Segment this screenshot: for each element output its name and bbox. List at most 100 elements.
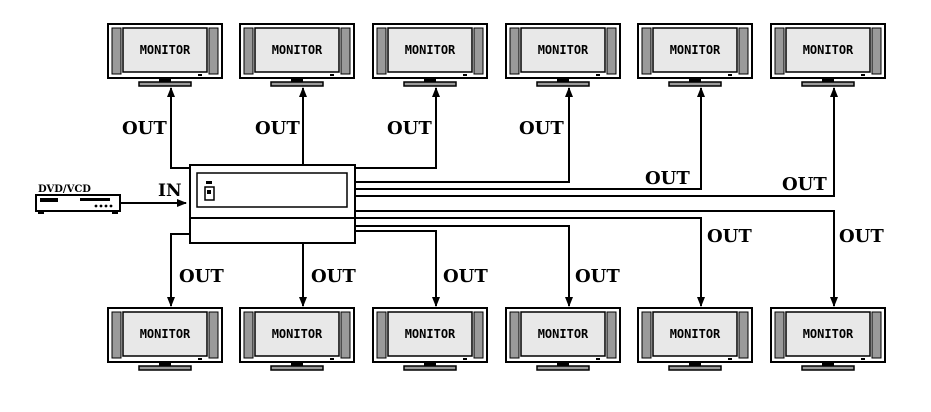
monitor-right-speaker	[473, 27, 484, 75]
bottom-monitor-2: MONITOR	[239, 307, 355, 371]
monitor-label: MONITOR	[803, 327, 854, 341]
top-connections	[167, 87, 838, 197]
monitor-right-speaker	[340, 311, 351, 359]
monitor-screen	[254, 311, 340, 357]
monitor-power-led	[596, 74, 600, 76]
monitor-screen	[387, 27, 473, 73]
top-monitor-3: MONITOR	[372, 23, 488, 87]
monitor-screen	[122, 27, 208, 73]
monitor-stand	[536, 81, 590, 87]
monitor-stand	[403, 81, 457, 87]
top-monitor-2: MONITOR	[239, 23, 355, 87]
monitor-left-speaker	[376, 27, 387, 75]
bottom-monitor-6: MONITOR	[770, 307, 886, 371]
monitor-right-speaker	[606, 311, 617, 359]
monitor-label: MONITOR	[140, 43, 191, 57]
monitor-stand	[270, 365, 324, 371]
monitor-screen	[785, 311, 871, 357]
top-out-label-4: OUT	[519, 118, 564, 139]
monitor-neck	[291, 362, 303, 366]
monitor-right-speaker	[606, 27, 617, 75]
splitter-unit	[189, 164, 356, 244]
monitor-label: MONITOR	[803, 43, 854, 57]
monitor-right-speaker	[871, 311, 882, 359]
monitor-screen	[254, 27, 340, 73]
monitor-label: MONITOR	[272, 43, 323, 57]
monitor-neck	[424, 78, 436, 82]
monitor-stand	[403, 365, 457, 371]
monitor-right-speaker	[340, 27, 351, 75]
monitor-power-led	[198, 74, 202, 76]
monitor-screen	[520, 311, 606, 357]
monitor-left-speaker	[774, 311, 785, 359]
monitor-screen	[785, 27, 871, 73]
monitor-left-speaker	[509, 27, 520, 75]
monitor-left-speaker	[774, 27, 785, 75]
top-line-5	[355, 87, 705, 190]
top-monitor-1: MONITOR	[107, 23, 223, 87]
monitor-left-speaker	[111, 311, 122, 359]
top-out-label-3: OUT	[387, 118, 432, 139]
monitor-right-speaker	[208, 311, 219, 359]
top-monitor-row: MONITOR MONITOR MONITOR MONITOR MONITOR MONIT…	[107, 23, 886, 87]
top-out-labels: OUT OUT OUT OUT OUT OUT	[122, 118, 827, 195]
top-out-label-1: OUT	[122, 118, 167, 139]
monitor-left-speaker	[641, 27, 652, 75]
top-out-label-2: OUT	[255, 118, 300, 139]
bottom-out-labels: OUT OUT OUT OUT OUT OUT	[179, 226, 884, 287]
monitor-label: MONITOR	[670, 43, 721, 57]
monitor-left-speaker	[243, 311, 254, 359]
monitor-right-speaker	[738, 311, 749, 359]
player-body	[35, 194, 121, 212]
top-monitor-4: MONITOR	[505, 23, 621, 87]
bottom-monitor-1: MONITOR	[107, 307, 223, 371]
player-display	[80, 198, 110, 201]
monitor-stand	[138, 365, 192, 371]
monitor-stand	[668, 81, 722, 87]
monitor-power-led	[861, 74, 865, 76]
monitor-neck	[424, 362, 436, 366]
monitor-neck	[557, 362, 569, 366]
monitor-left-speaker	[243, 27, 254, 75]
player-disc-tray	[40, 198, 58, 202]
monitor-screen	[652, 27, 738, 73]
monitor-stand	[668, 365, 722, 371]
monitor-neck	[822, 78, 834, 82]
monitor-power-led	[596, 358, 600, 360]
bottom-monitor-3: MONITOR	[372, 307, 488, 371]
dvd-vcd-player: DVD/VCD	[35, 184, 121, 214]
monitor-right-speaker	[208, 27, 219, 75]
top-out-label-5: OUT	[645, 168, 690, 189]
power-led-icon	[206, 181, 212, 184]
monitor-screen	[122, 311, 208, 357]
monitor-power-led	[198, 358, 202, 360]
top-line-3	[355, 87, 440, 169]
monitor-left-speaker	[111, 27, 122, 75]
bottom-out-label-5: OUT	[707, 226, 752, 247]
monitor-neck	[159, 362, 171, 366]
top-line-4	[355, 87, 573, 183]
monitor-neck	[689, 362, 701, 366]
bottom-out-label-1: OUT	[179, 266, 224, 287]
monitor-stand	[801, 81, 855, 87]
monitor-label: MONITOR	[405, 327, 456, 341]
monitor-label: MONITOR	[538, 43, 589, 57]
monitor-label: MONITOR	[405, 43, 456, 57]
bottom-out-label-2: OUT	[311, 266, 356, 287]
monitor-label: MONITOR	[272, 327, 323, 341]
bottom-line-1	[167, 233, 190, 307]
monitor-label: MONITOR	[538, 327, 589, 341]
top-line-1	[167, 87, 190, 169]
monitor-power-led	[330, 358, 334, 360]
monitor-neck	[291, 78, 303, 82]
monitor-power-led	[463, 74, 467, 76]
monitor-right-speaker	[871, 27, 882, 75]
bottom-out-label-4: OUT	[575, 266, 620, 287]
monitor-power-led	[728, 358, 732, 360]
monitor-label: MONITOR	[670, 327, 721, 341]
monitor-power-led	[728, 74, 732, 76]
monitor-neck	[159, 78, 171, 82]
monitor-left-speaker	[376, 311, 387, 359]
